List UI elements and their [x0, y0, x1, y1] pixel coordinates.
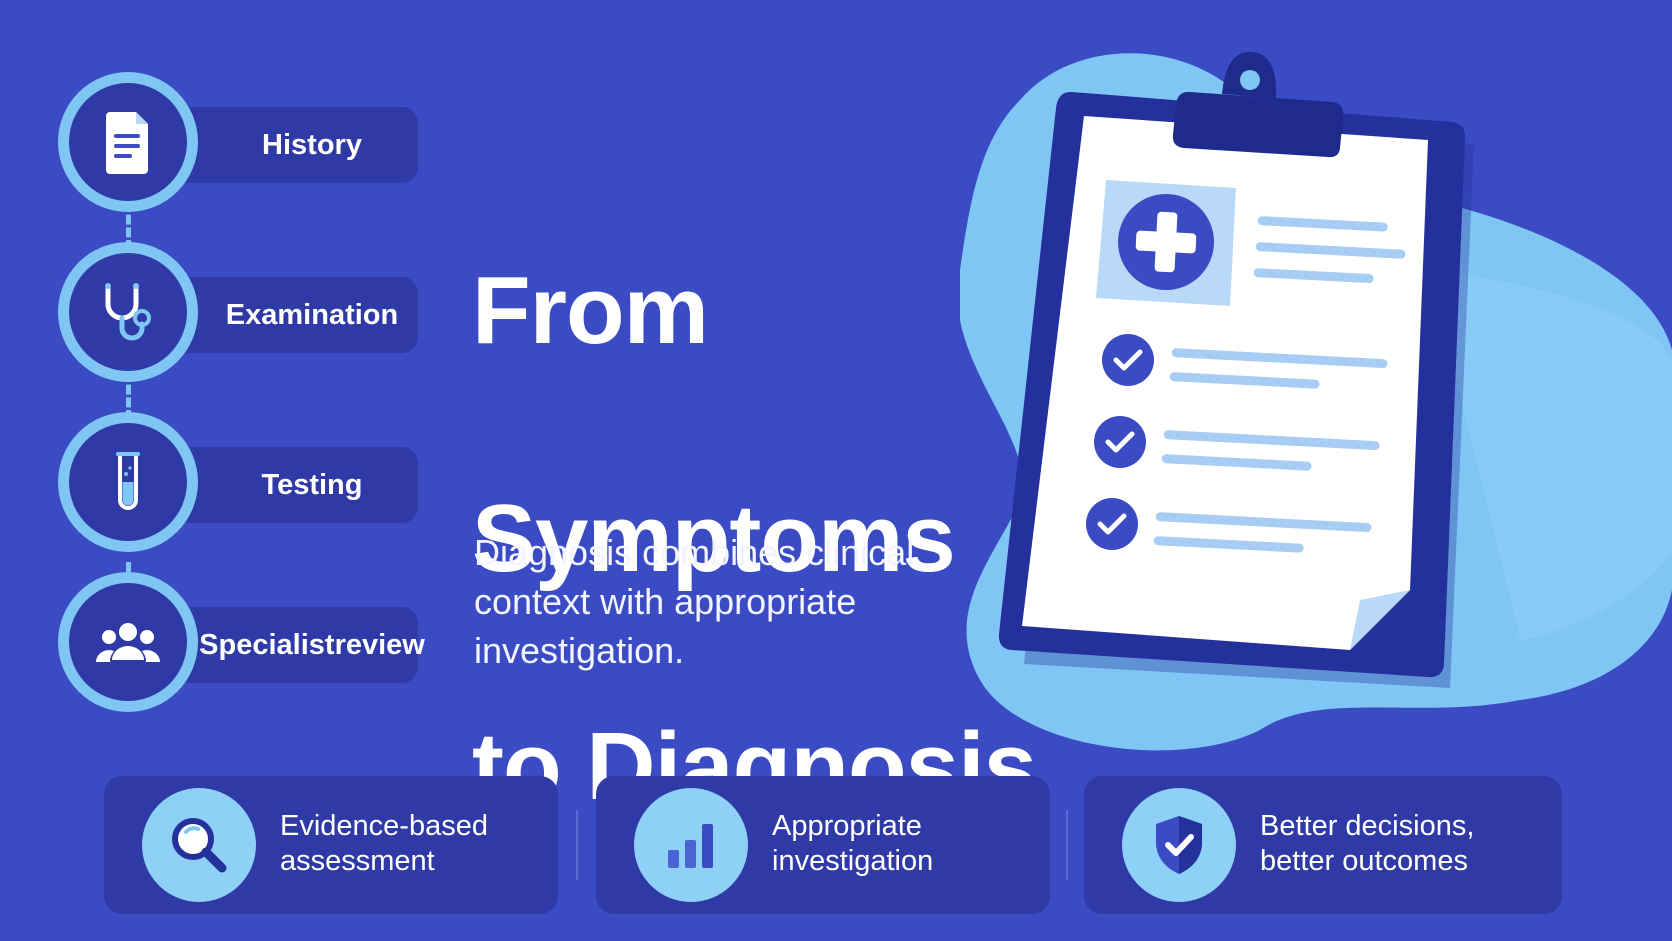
card-icon-badge — [142, 788, 256, 902]
card-text-line: investigation — [772, 845, 934, 877]
step-icon-badge — [58, 572, 198, 712]
step-connector — [126, 542, 131, 572]
benefit-card-investigation: Appropriate investigation — [596, 776, 1050, 914]
step-label: Specialist review — [158, 607, 425, 683]
test-tube-icon — [116, 452, 140, 510]
step-label-line: History — [262, 129, 362, 161]
step-connector — [126, 202, 131, 250]
checklist-item — [1086, 498, 1372, 553]
benefit-card-outcomes: Better decisions, better outcomes — [1084, 776, 1562, 914]
headline-line: Symptoms — [472, 485, 956, 592]
benefit-cards: Evidence-based assessment Appropriate in… — [104, 776, 1564, 914]
benefit-card-evidence: Evidence-based assessment — [104, 776, 558, 914]
bar-chart-icon — [668, 824, 713, 868]
step-specialist-review: Specialist review — [58, 572, 425, 718]
step-label-line: Specialist — [199, 629, 335, 661]
step-label: History — [158, 107, 418, 183]
card-text-line: assessment — [280, 845, 435, 877]
card-divider — [1066, 810, 1068, 880]
paper-fold — [1350, 590, 1410, 650]
clipboard-clip — [1172, 91, 1344, 158]
step-connector — [126, 372, 131, 420]
document-icon — [106, 112, 148, 174]
stethoscope-icon — [105, 283, 151, 341]
step-icon-badge — [58, 412, 198, 552]
card-text: Better decisions, better outcomes — [1260, 809, 1474, 879]
step-label-line: Examination — [225, 299, 399, 331]
magnifier-icon — [172, 818, 227, 873]
group-icon — [96, 623, 160, 662]
card-icon-badge — [634, 788, 748, 902]
checklist-item — [1102, 334, 1388, 389]
card-text-line: better outcomes — [1260, 845, 1468, 877]
clipboard-illustration — [960, 30, 1672, 760]
step-testing: Testing — [58, 412, 418, 558]
medical-cross-icon — [1135, 211, 1197, 273]
card-text: Evidence-based assessment — [280, 809, 488, 879]
step-label-line: Testing — [261, 469, 363, 501]
step-examination: Examination — [58, 242, 418, 388]
card-text-line: Better decisions, — [1260, 810, 1475, 842]
background-blob-shade — [1430, 270, 1672, 640]
card-text-line: Evidence-based — [280, 810, 488, 842]
step-label: Examination — [158, 277, 418, 353]
card-icon-badge — [1122, 788, 1236, 902]
step-label-line: review — [334, 629, 425, 661]
card-text: Appropriate investigation — [772, 809, 933, 879]
step-label: Testing — [158, 447, 418, 523]
shield-check-icon — [1156, 816, 1202, 874]
step-history: History — [58, 72, 418, 218]
subtitle: Diagnosis combines clinical context with… — [474, 532, 915, 671]
step-icon-badge — [58, 242, 198, 382]
step-icon-badge — [58, 72, 198, 212]
headline-line: From — [472, 257, 709, 364]
card-divider — [576, 810, 578, 880]
card-text-line: Appropriate — [772, 810, 922, 842]
checklist-item — [1094, 416, 1380, 471]
diagnostic-steps: History Examination — [58, 72, 425, 742]
